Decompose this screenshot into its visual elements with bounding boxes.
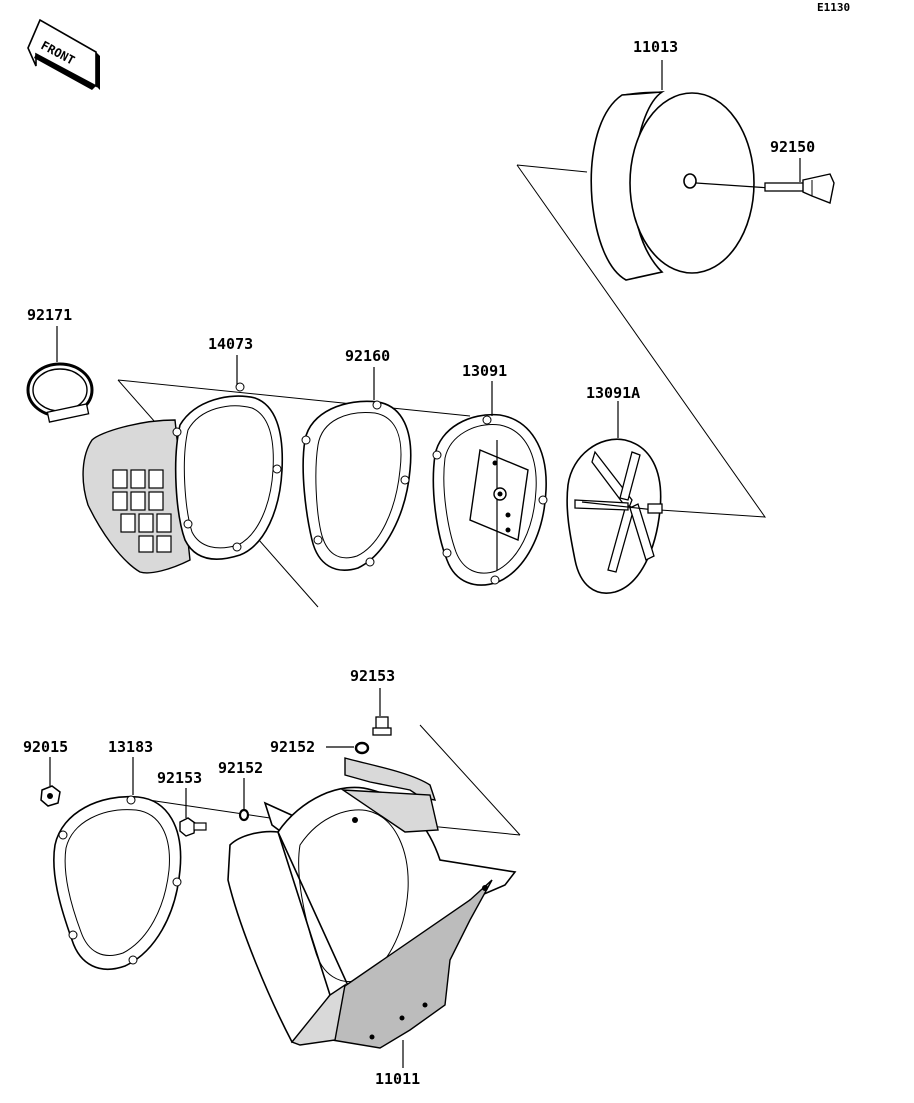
assembly-guide-lines-upper	[117, 164, 767, 608]
part-label-92015: 92015	[23, 738, 68, 756]
part-label-92150: 92150	[770, 138, 815, 156]
washer-icon-92152-lower	[238, 808, 250, 822]
bolt-icon-92153-upper	[372, 716, 392, 736]
part-label-13183: 13183	[108, 738, 153, 756]
bolt-icon-92153-lower	[179, 817, 207, 837]
part-label-92153-lower: 92153	[157, 769, 202, 787]
filter-holder-13091	[432, 413, 548, 586]
part-label-13091: 13091	[462, 362, 507, 380]
part-label-92153-upper: 92153	[350, 667, 395, 685]
intake-duct	[82, 382, 284, 574]
nut-icon-92015	[40, 785, 61, 807]
front-arrow-icon: FRONT	[27, 18, 100, 90]
air-cleaner-case	[227, 757, 517, 1049]
part-label-92152-upper: 92152	[270, 738, 315, 756]
gasket-92160	[301, 400, 412, 571]
part-label-11011: 11011	[375, 1070, 420, 1088]
washer-icon-92152-upper	[354, 741, 370, 755]
gasket-13183	[53, 795, 182, 971]
part-label-11013: 11013	[633, 38, 678, 56]
diagram-code: E1130	[817, 1, 850, 14]
air-filter-element	[590, 90, 755, 281]
part-label-13091A: 13091A	[586, 384, 640, 402]
part-label-92152-lower: 92152	[218, 759, 263, 777]
part-label-14073: 14073	[208, 335, 253, 353]
wing-bolt-icon	[695, 173, 835, 204]
part-label-92160: 92160	[345, 347, 390, 365]
hose-clamp-icon	[26, 362, 94, 423]
part-label-92171: 92171	[27, 306, 72, 324]
filter-cage-13091A	[566, 438, 663, 594]
